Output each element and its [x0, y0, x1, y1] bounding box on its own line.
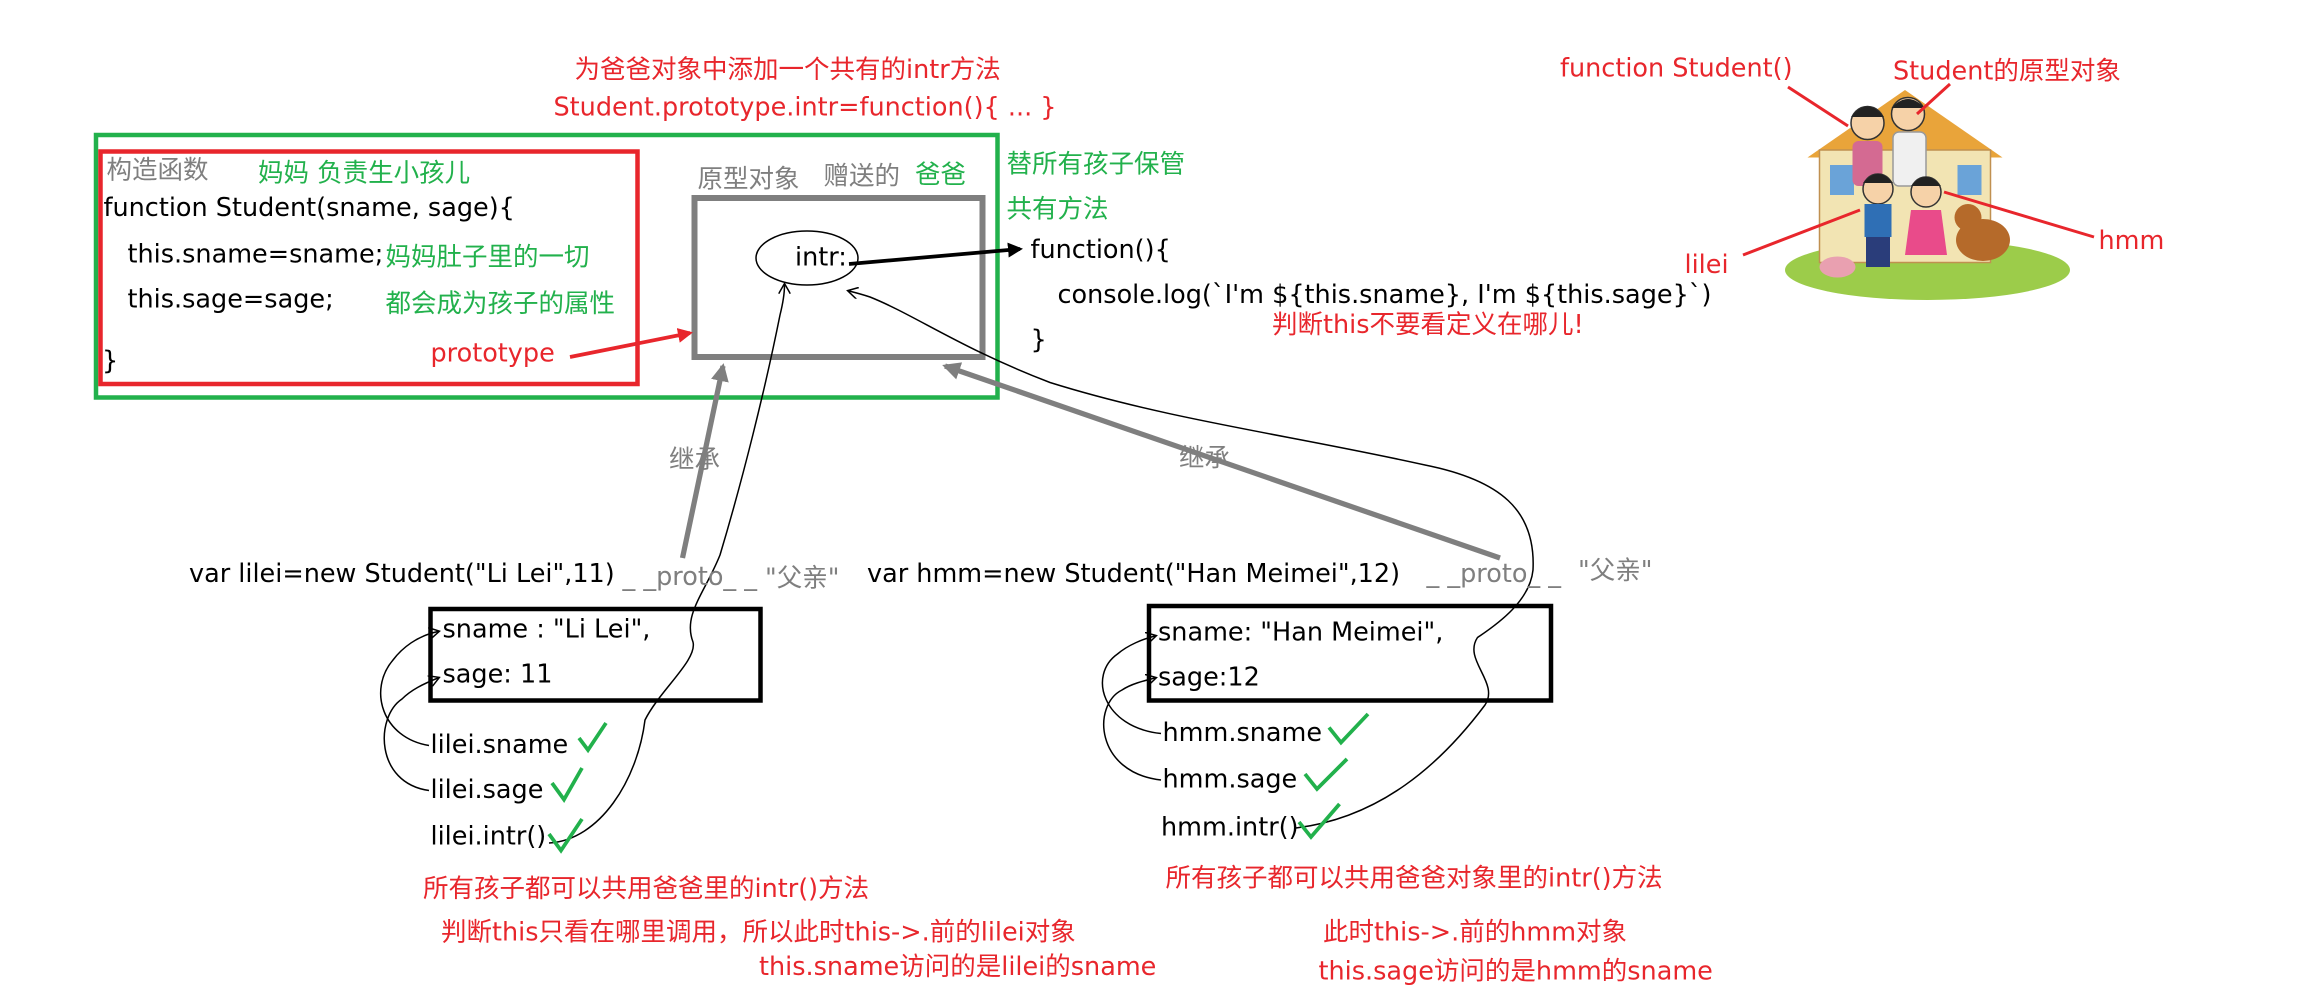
label-student-fn: function Student()	[1560, 54, 1793, 84]
lilei-access-sname: lilei.sname	[430, 730, 569, 761]
function-code-line2: console.log(`I'm ${this.sname}, I'm ${th…	[1057, 280, 1712, 311]
hmm-note2: 此时this->.前的hmm对象	[1323, 918, 1628, 948]
belly-note1: 妈妈肚子里的一切	[385, 243, 590, 273]
hmm-father-label: "父亲"	[1578, 556, 1653, 587]
lilei-sage-curve	[383, 678, 438, 792]
inherit-label-left: 继承	[669, 445, 720, 476]
code-line1: function Student(sname, sage){	[103, 193, 515, 224]
lilei-prop-sage: sage: 11	[442, 660, 553, 690]
check-hmm-sname	[1327, 712, 1370, 746]
lilei-access-sage: lilei.sage	[430, 775, 544, 806]
intr-label: intr:	[795, 243, 847, 273]
hmm-declaration: var hmm=new Student("Han Meimei",12)	[867, 559, 1401, 590]
code-line4: }	[102, 346, 119, 377]
lilei-access-intr: lilei.intr()	[430, 822, 547, 852]
intr-ellipse	[755, 230, 859, 286]
hmm-sname-curve	[1101, 636, 1162, 735]
lilei-note2: 判断this只看在哪里调用，所以此时this->.前的lilei对象	[441, 918, 1076, 948]
hmm-note3: this.sage访问的是hmm的sname	[1318, 957, 1713, 987]
hmm-access-intr: hmm.intr()	[1161, 813, 1299, 843]
belly-note2: 都会成为孩子的属性	[385, 289, 616, 320]
lilei-proto-label: _ _proto_ _	[622, 562, 758, 593]
outer-green-box	[93, 132, 1000, 400]
top-note-line2: Student.prototype.intr=function(){ ... }	[553, 93, 1057, 123]
lilei-declaration: var lilei=new Student("Li Lei",11)	[189, 559, 615, 590]
ptr-student-fn	[1787, 85, 1849, 128]
constructor-box	[98, 149, 640, 387]
hmm-sage-curve	[1102, 678, 1162, 781]
lilei-note1: 所有孩子都可以共用爸爸里的intr()方法	[423, 874, 870, 905]
shared-note-line1: 替所有孩子保管	[1006, 150, 1186, 180]
check-lilei-intr	[547, 817, 584, 854]
lilei-father-label: "父亲"	[765, 564, 840, 594]
lilei-note3: this.sname访问的是lilei的sname	[759, 952, 1157, 983]
prototype-arrow	[569, 327, 693, 359]
top-note-line1: 为爸爸对象中添加一个共有的intr方法	[574, 55, 1001, 86]
check-hmm-sage	[1303, 757, 1349, 792]
label-lilei: lilei	[1684, 250, 1729, 281]
intr-to-function-arrow	[848, 242, 1023, 266]
function-code-line3: }	[1030, 325, 1047, 356]
hmm-note1: 所有孩子都可以共用爸爸对象里的intr()方法	[1165, 864, 1663, 894]
prototype-object-label: 原型对象	[697, 165, 800, 195]
ptr-lilei	[1742, 208, 1861, 257]
prototype-label: prototype	[430, 339, 555, 369]
label-hmm: hmm	[2098, 226, 2165, 257]
hmm-object-box	[1146, 603, 1554, 703]
check-lilei-sage	[550, 767, 584, 803]
hmm-access-sage: hmm.sage	[1162, 765, 1298, 795]
inherit-arrow-lilei	[679, 363, 729, 559]
function-code-line1: function(){	[1030, 235, 1171, 266]
hmm-proto-label: _ _proto_ _	[1426, 559, 1562, 590]
ptr-hmm	[1943, 190, 2095, 239]
prototype-box	[691, 195, 986, 360]
gift-label: 赠送的	[823, 162, 901, 192]
check-lilei-sname	[577, 721, 608, 754]
constructor-label: 构造函数	[106, 156, 209, 186]
label-proto-obj: Student的原型对象	[1893, 57, 2121, 87]
code-line3: this.sage=sage;	[127, 285, 334, 315]
dad-label: 爸爸	[915, 160, 966, 191]
mom-label: 妈妈 负责生小孩儿	[258, 159, 471, 189]
lilei-prop-sname: sname : "Li Lei",	[442, 615, 651, 645]
hmm-access-sname: hmm.sname	[1162, 718, 1323, 749]
check-hmm-intr	[1297, 802, 1341, 840]
shared-note-line2: 共有方法	[1006, 195, 1109, 225]
inherit-arrow-hmm	[942, 362, 1501, 561]
inherit-label-right: 继承	[1179, 444, 1230, 474]
hmm-intr-curve	[849, 291, 1534, 829]
lilei-object-box	[428, 606, 763, 703]
hmm-prop-sname: sname: "Han Meimei",	[1158, 618, 1444, 648]
lilei-sname-curve	[379, 632, 438, 747]
hmm-prop-sage: sage:12	[1158, 663, 1260, 693]
family-illustration	[1785, 90, 2070, 300]
ptr-proto-obj	[1915, 82, 1952, 116]
code-line2: this.sname=sname;	[127, 240, 384, 270]
lilei-intr-curve	[548, 285, 785, 844]
this-note: 判断this不要看定义在哪儿!	[1272, 310, 1584, 341]
